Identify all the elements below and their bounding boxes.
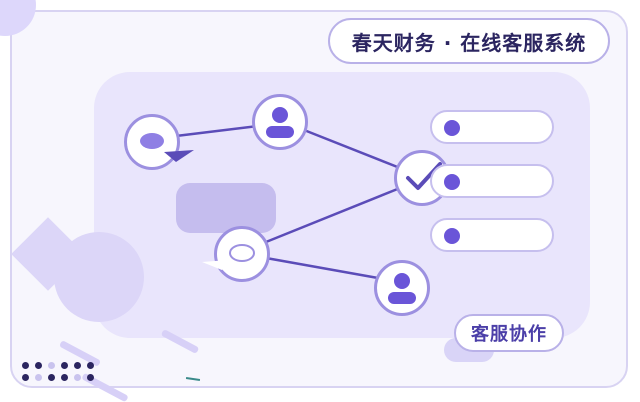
edge-bubble-to-agent — [175, 124, 259, 138]
bullet-dot-icon — [444, 174, 460, 190]
edge-agent-to-check — [303, 128, 401, 170]
user-icon — [388, 273, 416, 304]
chat-bubble-outline-icon — [202, 244, 255, 270]
collaboration-tag: 客服协作 — [454, 314, 564, 352]
chat-bubble-node-lower — [214, 226, 270, 282]
edge-bubble2-to-agent2 — [265, 256, 379, 280]
list-item — [430, 164, 554, 198]
decor-circle-large — [54, 232, 144, 322]
bullet-dot-icon — [444, 120, 460, 136]
page-title-text: 春天财务 · 在线客服系统 — [351, 30, 587, 55]
user-icon — [266, 107, 294, 138]
chat-bubble-icon — [140, 133, 194, 162]
list-item — [430, 110, 554, 144]
bullet-dot-icon — [444, 228, 460, 244]
placeholder-block — [176, 183, 276, 233]
list-item — [430, 218, 554, 252]
edge-bubble2-to-check — [265, 186, 401, 244]
page-title: 春天财务 · 在线客服系统 — [328, 18, 610, 64]
collaboration-tag-label: 客服协作 — [471, 324, 547, 345]
